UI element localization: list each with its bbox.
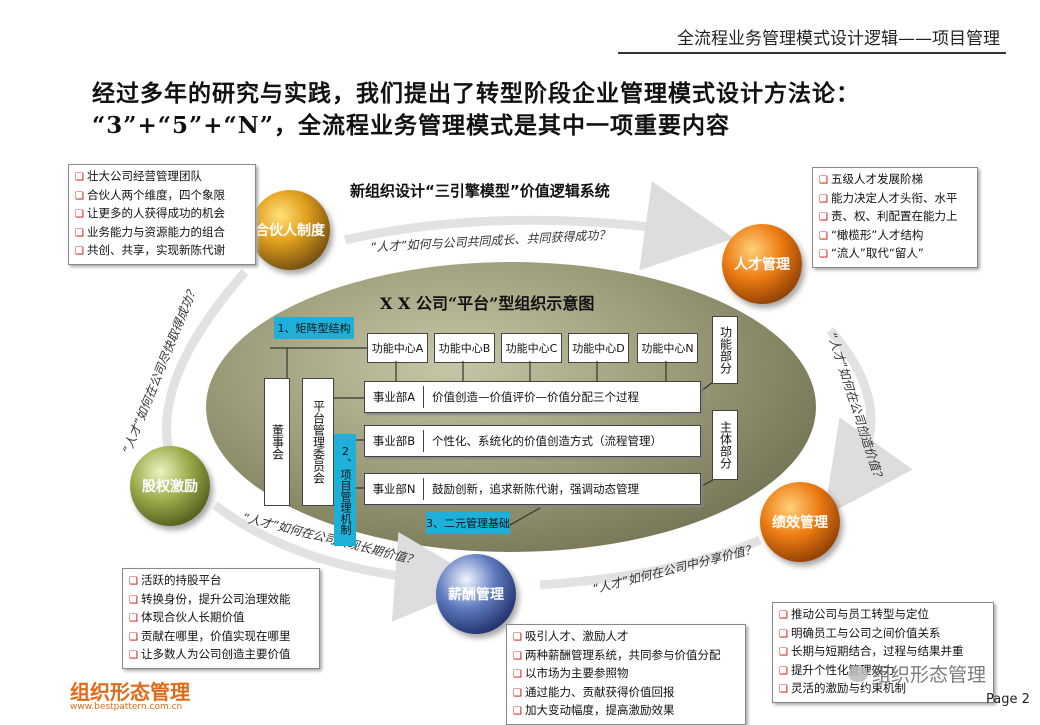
talent-management-sphere: 人才管理 [722,224,802,304]
header-title: 全流程业务管理模式设计逻辑——项目管理 [677,29,1000,49]
talent-management-label: 人才管理 [734,257,790,273]
function-part-box: 功能部分 [712,316,738,384]
diagram-title: 新组织设计“三引擎模型”价值逻辑系统 [350,182,610,200]
footer-logo: 组织形态管理 [70,680,190,704]
list-item: ❑提升个性化管理效力 [779,662,895,677]
watermark-text: 组织形态管理 [872,664,987,686]
project-mechanism-label: 2、项目管理机制 [334,434,356,546]
list-item: ❑责、权、利配置在能力上 [819,209,958,223]
matrix-structure-label: 1、矩阵型结构 [274,317,354,339]
equity-bullets-box: ❑活跃的持股平台 ❑转换身份，提升公司治理效能 ❑体现合伙人长期价值 ❑贡献在哪… [122,568,320,669]
function-center-n: 功能中心N [637,333,698,363]
list-item: ❑“流人”取代“留人” [819,246,924,260]
list-item: ❑活跃的持股平台 [129,573,222,587]
division-b-text: 个性化、系统化的价值创造方式（流程管理） [432,434,662,448]
heading-line-2: “3”+“5”+“N”，全流程业务管理模式是其中一项重要内容 [92,112,730,139]
division-a-row: 事业部A 价值创造—价值评价—价值分配三个过程 [364,381,701,413]
list-item: ❑共创、共享，实现新陈代谢 [75,243,225,257]
partner-bullets-box: ❑壮大公司经营管理团队 ❑合伙人两个维度，四个象限 ❑让更多的人获得成功的机会 … [68,164,256,265]
watermark: 组织形态管理 [848,660,986,687]
dual-management-label: 3、二元管理基础 [426,512,510,534]
performance-management-sphere: 绩效管理 [760,482,840,562]
list-item: ❑让更多的人获得成功的机会 [75,206,225,220]
partner-system-label: 合伙人制度 [255,223,325,239]
list-item: ❑灵活的激励与约束机制 [779,681,906,695]
function-center-b: 功能中心B [434,333,495,363]
board-of-directors: 董事会 [264,378,290,506]
division-n-row: 事业部N 鼓励创新，追求新陈代谢，强调动态管理 [364,473,701,505]
list-item: ❑推动公司与员工转型与定位 [779,607,929,621]
division-b-name: 事业部B [372,434,416,448]
footer-url: www.bestpattern.com.cn [70,702,183,712]
function-center-a: 功能中心A [367,333,428,363]
performance-bullets-box: ❑推动公司与员工转型与定位 ❑明确员工与公司之间价值关系 ❑长期与短期结合，过程… [772,602,994,703]
list-item: ❑能力决定人才头衔、水平 [819,190,958,205]
salary-bullets-box: ❑吸引人才、激励人才 ❑两种薪酬管理系统，共同参与价值分配 ❑以市场为主要参照物… [506,624,746,725]
division-n-text: 鼓励创新，追求新陈代谢，强调动态管理 [432,482,639,496]
list-item: ❑通过能力、贡献获得价值回报 [513,684,675,699]
salary-management-sphere: 薪酬管理 [436,554,516,634]
list-item: ❑五级人才发展阶梯 [819,172,923,186]
page-number: Page 2 [986,692,1030,707]
list-item: ❑加大变动幅度，提高激励效果 [513,703,675,717]
list-item: ❑长期与短期结合，过程与结果并重 [779,644,964,658]
platform-committee: 平台管理委员会 [302,378,334,506]
list-item: ❑业务能力与资源能力的组合 [75,224,225,239]
org-chart-title: X X 公司“平台”型组织示意图 [380,294,595,313]
function-center-d: 功能中心D [568,333,629,363]
performance-management-label: 绩效管理 [772,515,828,531]
list-item: ❑吸引人才、激励人才 [513,629,629,643]
division-a-text: 价值创造—价值评价—价值分配三个过程 [432,390,639,404]
wechat-icon [848,665,868,682]
talent-bullets-box: ❑五级人才发展阶梯 ❑能力决定人才头衔、水平 ❑责、权、利配置在能力上 ❑“橄榄… [812,167,978,268]
list-item: ❑以市场为主要参照物 [513,666,629,680]
main-part-box: 主体部分 [712,410,738,480]
list-item: ❑两种薪酬管理系统，共同参与价值分配 [513,647,721,662]
list-item: ❑明确员工与公司之间价值关系 [779,625,941,640]
partner-system-sphere: 合伙人制度 [250,190,330,270]
list-item: ❑合伙人两个维度，四个象限 [75,187,225,202]
list-item: ❑壮大公司经营管理团队 [75,169,202,183]
equity-incentive-label: 股权激励 [142,479,198,495]
division-n-name: 事业部N [372,482,416,496]
list-item: ❑“橄榄形”人才结构 [819,227,924,242]
heading-line-1: 经过多年的研究与实践，我们提出了转型阶段企业管理模式设计方法论： [92,80,860,107]
function-center-c: 功能中心C [501,333,562,363]
salary-management-label: 薪酬管理 [448,587,504,603]
list-item: ❑让多数人为公司创造主要价值 [129,647,291,661]
equity-incentive-sphere: 股权激励 [130,446,210,526]
list-item: ❑贡献在哪里，价值实现在哪里 [129,628,291,643]
list-item: ❑转换身份，提升公司治理效能 [129,591,291,606]
division-a-name: 事业部A [372,390,416,404]
list-item: ❑体现合伙人长期价值 [129,610,245,624]
header-divider [618,52,1006,54]
division-b-row: 事业部B 个性化、系统化的价值创造方式（流程管理） [364,425,701,457]
